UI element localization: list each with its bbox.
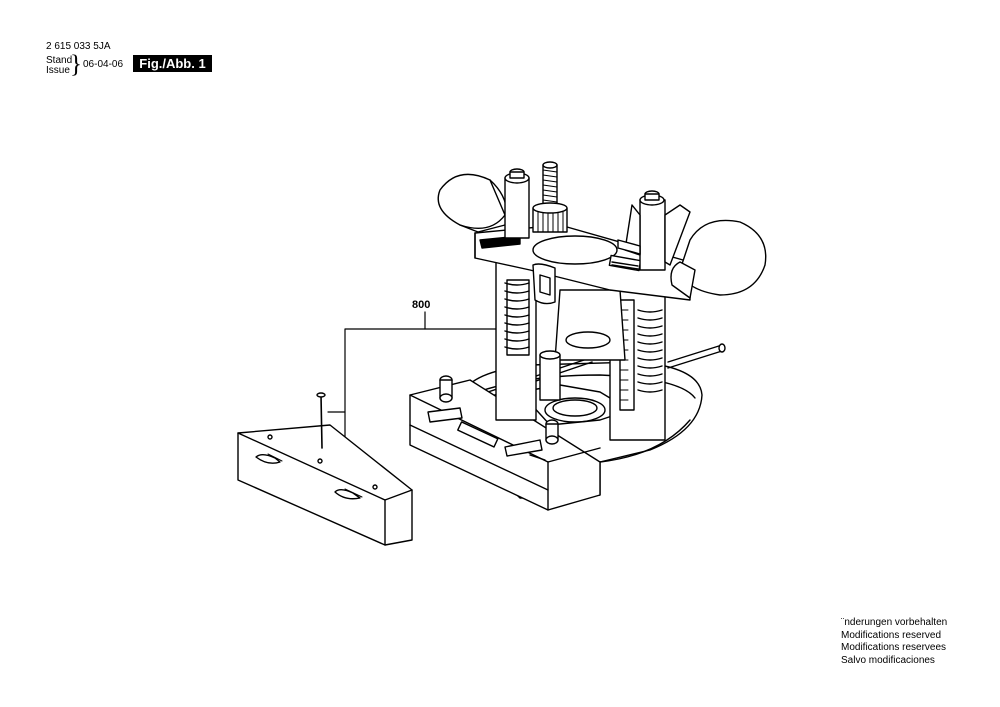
depth-stop-post: [504, 168, 530, 239]
modification-notes: ¨nderungen vorbehalten Modifications res…: [841, 617, 947, 667]
top-plate: [474, 224, 691, 305]
stand-label: Stand: [46, 55, 73, 66]
right-handle-knob: [670, 219, 767, 299]
note-line: Modifications reserved: [841, 629, 942, 641]
note-line: Modifications reservees: [841, 642, 947, 653]
left-handle-knob: [437, 173, 508, 233]
parallel-guide: [409, 375, 601, 511]
threaded-rod: [532, 161, 568, 233]
document-number: 2 615 033 5JA: [46, 41, 111, 52]
left-column: [495, 249, 537, 421]
guide-rail: [237, 424, 413, 546]
part-number-callout: 800: [412, 299, 431, 311]
brace-symbol: }: [70, 51, 82, 78]
tool-holder: [539, 289, 626, 401]
note-line: ¨nderungen vorbehalten: [841, 617, 948, 628]
issue-label: Issue: [46, 65, 70, 76]
clamp-post: [617, 190, 691, 271]
nail-fastener: [316, 392, 326, 449]
note-line: Salvo modificaciones: [841, 654, 935, 666]
figure-badge: Fig./Abb. 1: [133, 55, 212, 72]
issue-date: 06-04-06: [83, 59, 124, 70]
callout-leader: [327, 311, 501, 463]
